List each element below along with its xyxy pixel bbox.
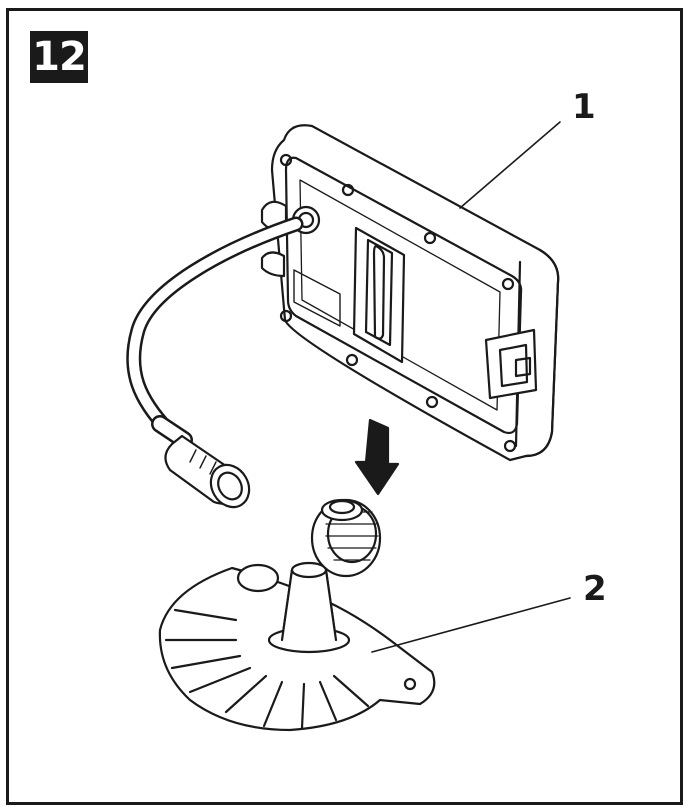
callout-2-leader [371,597,571,653]
suction-mount [158,498,436,732]
callout-leaders [371,121,571,653]
down-arrow-icon [354,418,400,496]
callout-1-label: 1 [572,87,596,127]
callout-2-label: 2 [583,569,607,609]
callout-1-leader [459,121,561,209]
video-cable [126,216,304,509]
step-number-badge: 12 [30,31,88,83]
monitor [260,124,560,462]
